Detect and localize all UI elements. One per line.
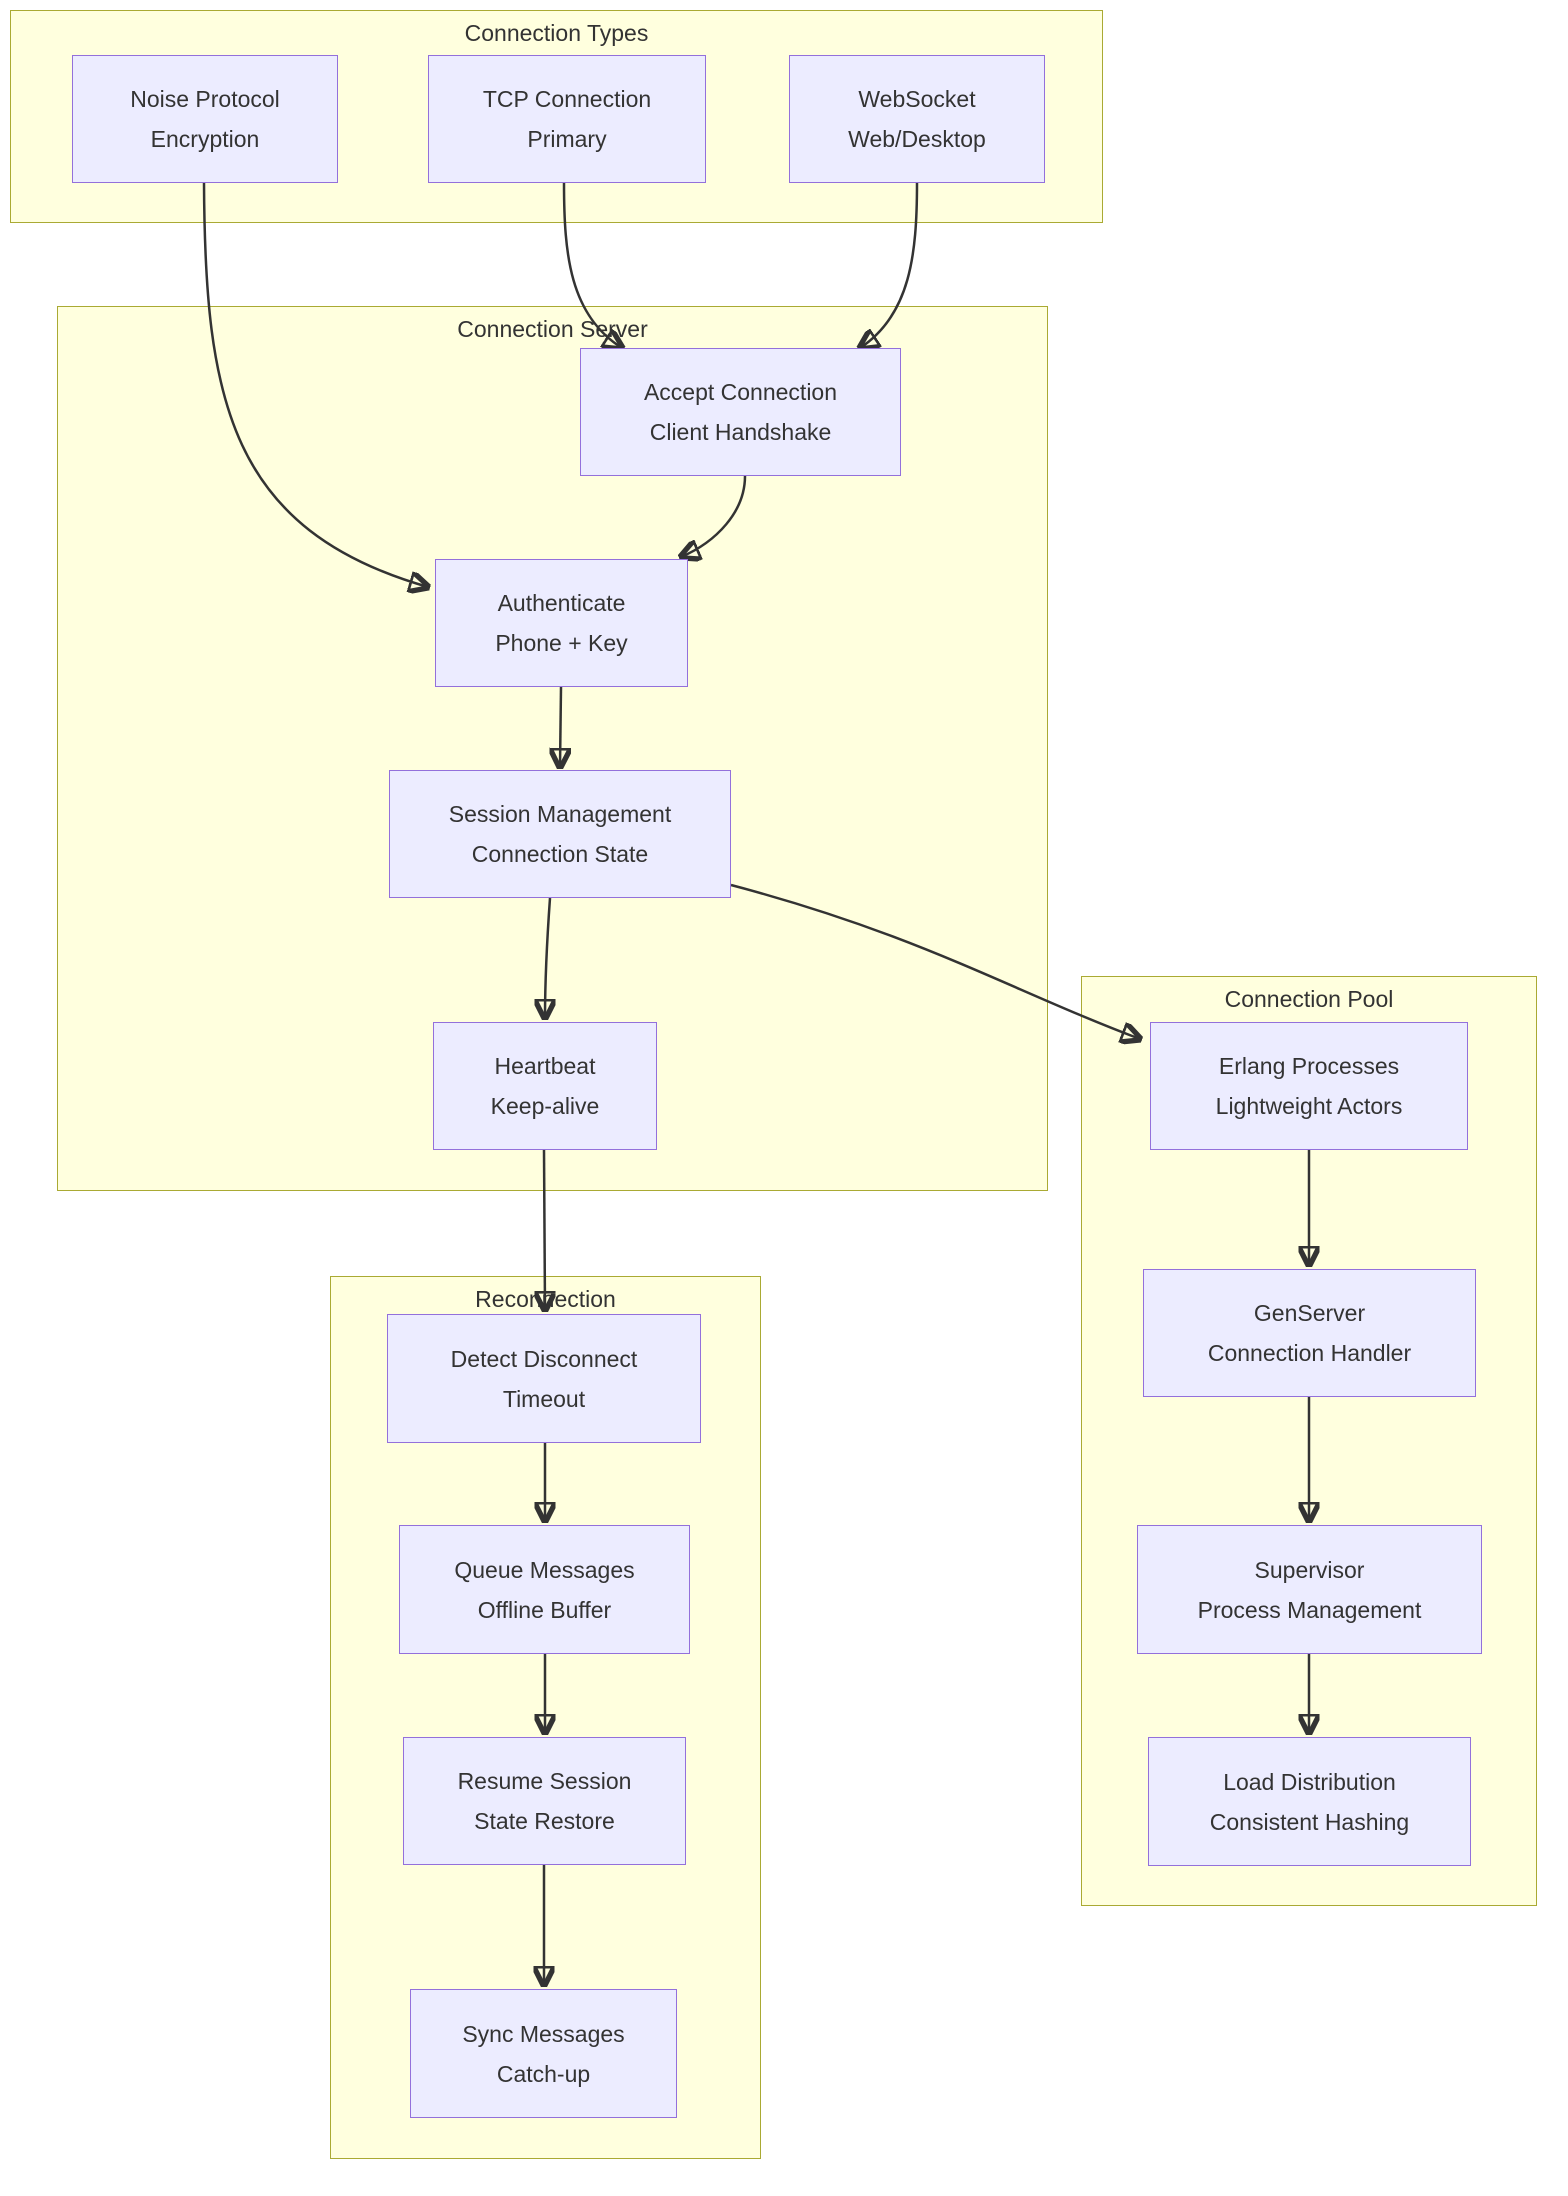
- node-accept-connection: Accept Connection Client Handshake: [580, 348, 901, 476]
- edge-noise-to-authenticate: [202, 182, 428, 587]
- node-label: Process Management: [1197, 1596, 1422, 1623]
- node-label: Consistent Hashing: [1209, 1808, 1410, 1835]
- node-authenticate: Authenticate Phone + Key: [435, 559, 688, 687]
- edge-session-to-erlang: [730, 883, 1140, 1039]
- node-label: Connection Handler: [1207, 1340, 1412, 1366]
- edge-heartbeat-to-detect: [544, 1149, 545, 1310]
- node-websocket: WebSocket Web/Desktop: [789, 55, 1045, 183]
- edge-tcp-to-accept: [562, 182, 622, 348]
- node-label: GenServer: [1253, 1300, 1366, 1326]
- node-label: Heartbeat: [494, 1053, 596, 1079]
- node-label: Supervisor: [1254, 1556, 1365, 1583]
- node-label: Detect Disconnect: [450, 1345, 638, 1372]
- node-label: Connection State: [471, 841, 649, 867]
- node-supervisor: Supervisor Process Management: [1137, 1525, 1482, 1654]
- node-label: Keep-alive: [490, 1093, 600, 1119]
- edge-session-to-heartbeat: [545, 897, 550, 1018]
- edge-accept-to-authenticate: [681, 475, 747, 557]
- cluster-title-connection-types: Connection Types: [464, 20, 649, 46]
- node-sync-messages: Sync Messages Catch-up: [410, 1989, 677, 2118]
- node-noise-protocol: Noise Protocol Encryption: [72, 55, 338, 183]
- node-label: Sync Messages: [462, 2020, 625, 2047]
- edge-websocket-to-accept: [860, 182, 919, 348]
- node-heartbeat: Heartbeat Keep-alive: [433, 1022, 657, 1150]
- node-label: Phone + Key: [495, 630, 628, 656]
- node-label: Erlang Processes: [1218, 1053, 1400, 1079]
- node-session-management: Session Management Connection State: [389, 770, 731, 898]
- node-label: Offline Buffer: [477, 1596, 612, 1623]
- node-erlang-processes: Erlang Processes Lightweight Actors: [1150, 1022, 1468, 1150]
- node-label: Lightweight Actors: [1215, 1093, 1403, 1119]
- node-label: Accept Connection: [643, 379, 838, 405]
- node-label: Session Management: [448, 801, 672, 827]
- node-label: Queue Messages: [454, 1556, 635, 1583]
- node-label: Noise Protocol: [130, 86, 280, 112]
- cluster-title-connection-pool: Connection Pool: [1224, 986, 1394, 1012]
- node-tcp-connection: TCP Connection Primary: [428, 55, 706, 183]
- node-label: TCP Connection: [482, 86, 652, 112]
- node-resume-session: Resume Session State Restore: [403, 1737, 686, 1865]
- node-label: Load Distribution: [1223, 1768, 1396, 1795]
- node-label: Client Handshake: [649, 419, 832, 445]
- node-label: Web/Desktop: [848, 126, 986, 152]
- node-label: State Restore: [474, 1808, 615, 1834]
- node-label: WebSocket: [858, 86, 976, 112]
- node-detect-disconnect: Detect Disconnect Timeout: [387, 1314, 701, 1443]
- node-label: Timeout: [502, 1385, 586, 1412]
- node-load-distribution: Load Distribution Consistent Hashing: [1148, 1737, 1471, 1866]
- edge-authenticate-to-session: [560, 686, 561, 767]
- node-label: Catch-up: [496, 2060, 591, 2087]
- node-label: Resume Session: [457, 1768, 632, 1794]
- node-label: Primary: [527, 126, 607, 152]
- node-genserver: GenServer Connection Handler: [1143, 1269, 1476, 1397]
- node-label: Authenticate: [497, 590, 626, 616]
- node-queue-messages: Queue Messages Offline Buffer: [399, 1525, 690, 1654]
- node-label: Encryption: [150, 126, 260, 152]
